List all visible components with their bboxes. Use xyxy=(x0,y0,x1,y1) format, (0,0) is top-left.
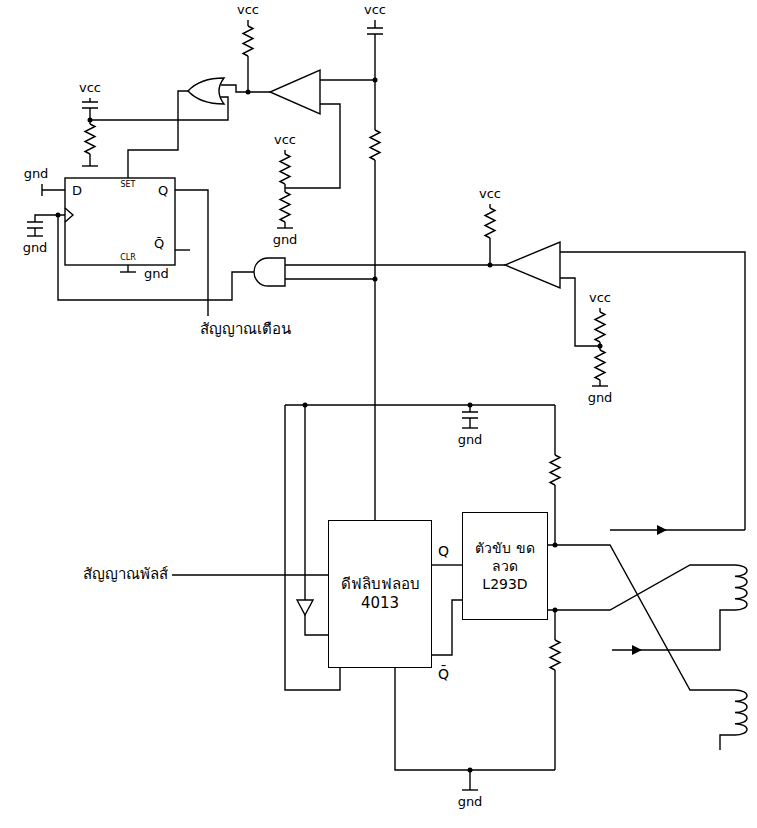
signal-wire xyxy=(432,564,462,565)
resistor-symbol xyxy=(485,208,495,238)
signal-wire xyxy=(432,600,462,655)
coil-symbol xyxy=(735,565,747,735)
junction-dot xyxy=(56,78,603,773)
ground-label: gnd xyxy=(23,240,48,256)
pin-name: Q xyxy=(158,183,168,199)
resistor-symbol xyxy=(550,455,560,485)
ground-label: gnd xyxy=(458,794,483,810)
box-text: ดีฟลิบฟลอบ 4013 xyxy=(335,575,425,614)
ground-symbol xyxy=(27,236,43,237)
resistor-symbol xyxy=(595,350,605,380)
pin-name: Q̄ xyxy=(154,236,164,252)
pin-name: Q xyxy=(438,543,449,560)
capacitor-symbol xyxy=(462,412,478,418)
ground-symbol xyxy=(462,790,478,791)
box-text: ตัวขับ ขดลวด L293D xyxy=(469,539,541,594)
coil-winding xyxy=(735,565,747,610)
resistor-symbol xyxy=(280,154,290,184)
resistor-symbol xyxy=(595,312,605,342)
resistor-symbol xyxy=(243,26,253,56)
top-circuit xyxy=(27,20,745,530)
ground-label: gnd xyxy=(144,266,169,282)
ground-symbol xyxy=(462,428,478,429)
capacitor-symbol xyxy=(367,28,383,34)
supply-label: vcc xyxy=(79,80,101,96)
or-gate xyxy=(188,78,224,104)
coil-winding xyxy=(735,690,747,735)
flipflop-ic-box: ดีฟลิบฟลอบ 4013 xyxy=(328,520,432,668)
d-flipflop-symbol xyxy=(65,178,175,265)
comparator-symbol xyxy=(270,70,320,114)
ground-label: gnd xyxy=(273,232,298,248)
signal-name: สัญญาณเตือน xyxy=(200,320,291,338)
supply-label: vcc xyxy=(274,132,296,148)
driver-ic-box: ตัวขับ ขดลวด L293D xyxy=(462,512,548,620)
pin-name: Q̄ xyxy=(438,666,449,683)
ground-symbol xyxy=(120,272,136,273)
ground-label: gnd xyxy=(458,432,483,448)
ground-label: gnd xyxy=(588,390,613,406)
ground-symbol xyxy=(82,166,98,167)
resistor-symbol xyxy=(370,130,380,160)
pin-name: CLR xyxy=(120,253,136,263)
buffer-symbol xyxy=(297,600,313,615)
bottom-circuit xyxy=(172,405,745,790)
resistor-symbol xyxy=(550,640,560,670)
resistor-symbol xyxy=(280,192,290,222)
supply-label: vcc xyxy=(364,2,386,18)
pin-name: SET xyxy=(120,180,135,190)
supply-label: vcc xyxy=(479,186,501,202)
and-gate xyxy=(254,258,285,286)
supply-label: vcc xyxy=(589,290,611,306)
ground-label: gnd xyxy=(24,166,49,182)
ground-symbol xyxy=(277,228,293,229)
pin-name: D xyxy=(72,183,82,199)
supply-label: vcc xyxy=(237,2,259,18)
capacitor-symbol xyxy=(27,222,43,228)
signal-name: สัญญาณพัลส์ xyxy=(83,565,168,583)
comparator-symbol xyxy=(505,242,560,288)
resistor-symbol xyxy=(85,124,95,154)
ground-symbol xyxy=(592,386,608,387)
capacitor-symbol xyxy=(82,102,98,108)
